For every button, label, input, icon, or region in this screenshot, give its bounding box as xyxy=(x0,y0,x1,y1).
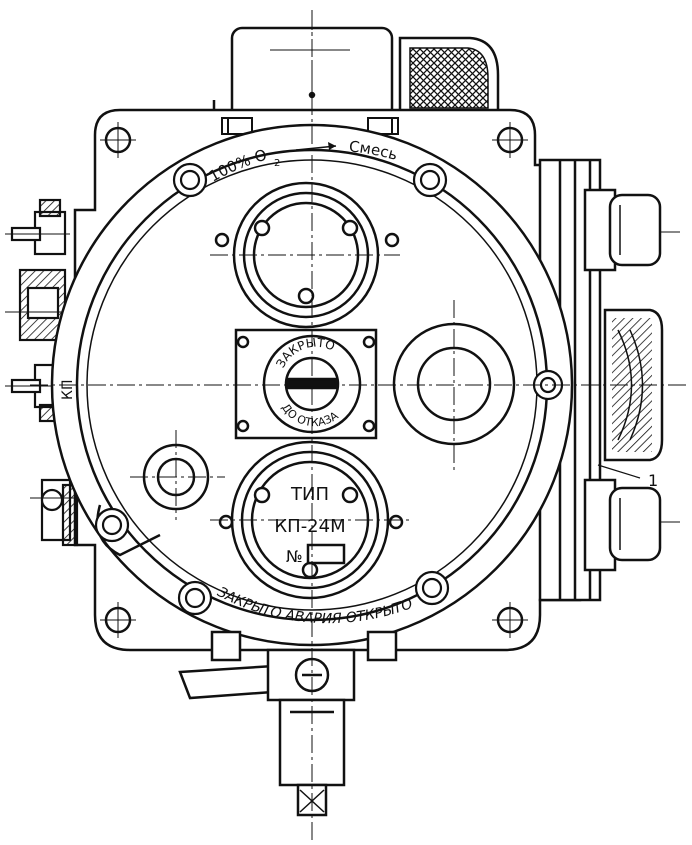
side-mark: КП xyxy=(60,380,76,400)
bottom-stem xyxy=(178,630,398,817)
callout-leader xyxy=(597,464,641,479)
plate-number-label: № xyxy=(286,547,303,566)
plate-model-label: КП-24М xyxy=(274,516,345,537)
arrowhead-icon xyxy=(328,142,336,150)
centerlines xyxy=(30,10,690,840)
valve-switch xyxy=(234,328,378,440)
callout-number: 1 xyxy=(648,471,658,490)
top-arc-subscript: 2 xyxy=(274,158,280,169)
plate-type-label: ТИП xyxy=(290,484,329,505)
round-port xyxy=(392,322,516,446)
crosshatch-tab xyxy=(398,36,500,117)
left-fittings xyxy=(10,198,79,547)
top-clips xyxy=(221,117,399,135)
